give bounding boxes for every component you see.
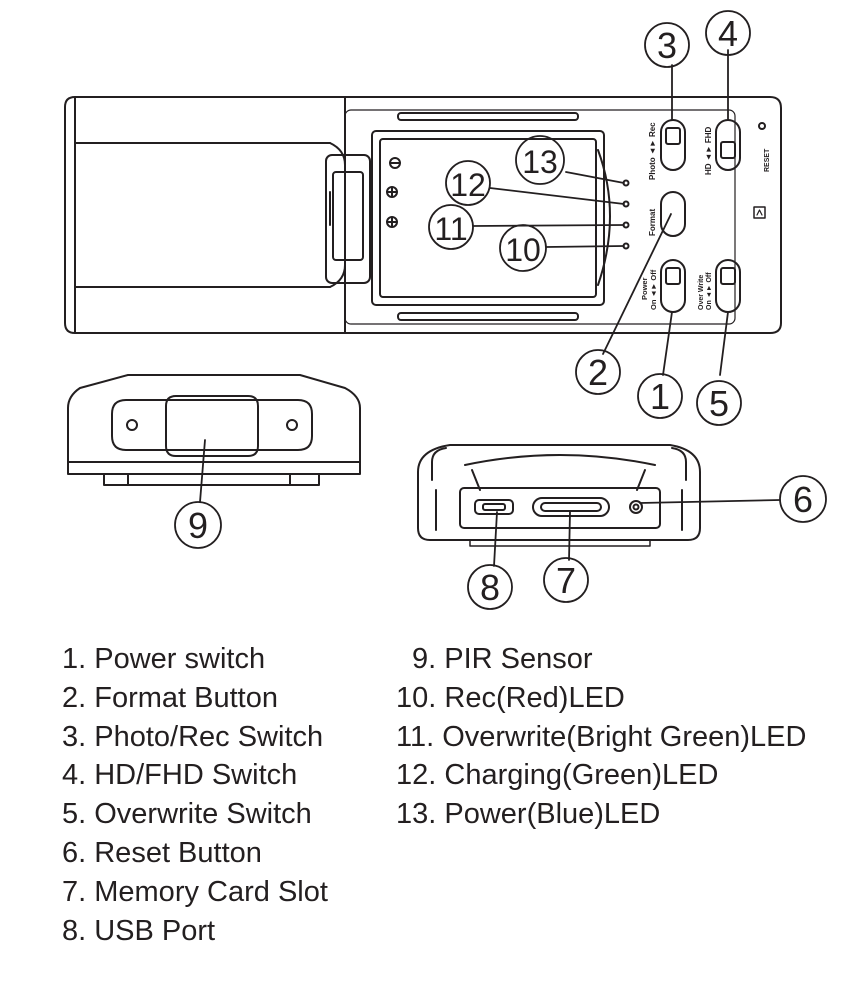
legend-item: 13. Power(Blue)LED bbox=[396, 798, 661, 831]
label-photo-rec: Photo ◄► Rec bbox=[648, 122, 657, 180]
format-button bbox=[660, 191, 686, 237]
device-diagram: 1 2 3 4 5 6 7 8 9 10 11 12 13 Photo ◄► R… bbox=[64, 10, 827, 610]
reset-hole-top bbox=[758, 122, 766, 130]
legend-item: 7. Memory Card Slot bbox=[62, 875, 328, 908]
label-hd-fhd: HD ◄► FHD bbox=[704, 127, 713, 176]
usb-port bbox=[474, 499, 514, 515]
legend-item: 3. Photo/Rec Switch bbox=[62, 720, 324, 753]
callout-number: 12 bbox=[450, 167, 486, 203]
legend-item: 6. Reset Button bbox=[62, 836, 262, 869]
callout-circles bbox=[174, 10, 827, 610]
reset-button-hole bbox=[629, 500, 643, 514]
callout-number: 9 bbox=[188, 505, 208, 546]
hd-fhd-switch bbox=[715, 119, 741, 171]
callout-number: 2 bbox=[588, 352, 608, 393]
callout-number: 3 bbox=[657, 25, 677, 66]
overwrite-switch bbox=[715, 259, 741, 313]
photo-rec-switch bbox=[660, 119, 686, 171]
callout-number: 1 bbox=[650, 376, 670, 417]
pir-sensor bbox=[165, 395, 259, 457]
legend-item: 8. USB Port bbox=[62, 914, 216, 947]
label-over-write-on-off: On ◄► Off bbox=[706, 272, 713, 310]
device-front-view bbox=[67, 374, 361, 486]
callout-number: 7 bbox=[556, 560, 576, 601]
legend-right: 9. PIR Sensor 10. Rec(Red)LED 11. Overwr… bbox=[396, 640, 806, 834]
leader-lines bbox=[199, 49, 781, 567]
legend-item: 12. Charging(Green)LED bbox=[396, 759, 719, 792]
power-switch bbox=[660, 259, 686, 313]
label-format: Format bbox=[648, 209, 657, 236]
callout-number: 6 bbox=[793, 479, 813, 520]
device-top-view bbox=[64, 96, 782, 334]
label-reset: RESET bbox=[764, 148, 771, 172]
device-bottom-view bbox=[417, 444, 701, 547]
legend-item: 11. Overwrite(Bright Green)LED bbox=[396, 720, 807, 753]
legend-item: 10. Rec(Red)LED bbox=[396, 681, 625, 714]
callout-number: 10 bbox=[505, 232, 541, 268]
legend-item: 1. Power switch bbox=[62, 643, 266, 675]
memory-card-slot bbox=[532, 497, 610, 517]
callout-number: 4 bbox=[718, 13, 738, 54]
legend-left: 1. Power switch 2. Format Button 3. Phot… bbox=[62, 640, 328, 950]
legend-item: 2. Format Button bbox=[62, 681, 278, 714]
label-power-on-off: On ◄► Off bbox=[649, 269, 658, 310]
legend-item: 9. PIR Sensor bbox=[412, 643, 593, 675]
legend-item: 5. Overwrite Switch bbox=[62, 798, 312, 831]
callout-number: 8 bbox=[480, 567, 500, 608]
callout-number: 13 bbox=[522, 144, 558, 180]
callout-number: 11 bbox=[434, 211, 467, 247]
label-over-write: Over Write bbox=[698, 275, 705, 310]
label-power: Power bbox=[640, 277, 649, 300]
legend-item: 4. HD/FHD Switch bbox=[62, 759, 298, 792]
callout-number: 5 bbox=[709, 383, 729, 424]
